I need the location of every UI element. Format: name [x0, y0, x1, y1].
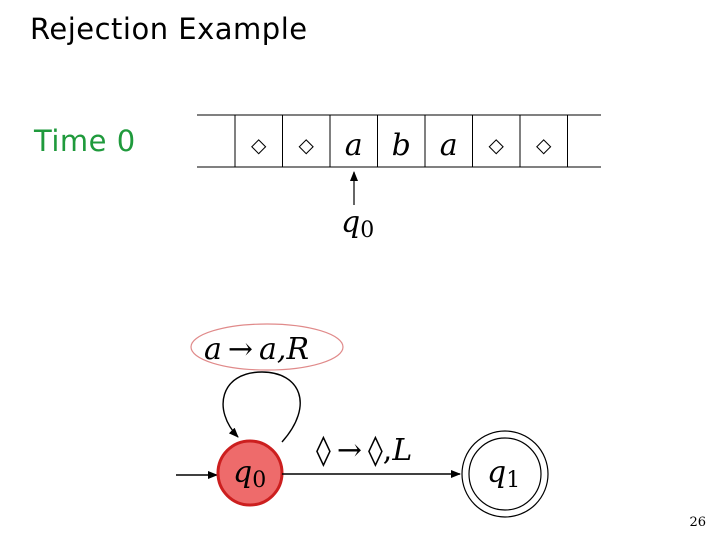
state-q0: q0 — [216, 439, 284, 507]
transition-label-q0-q1: ◊→◊,L — [316, 433, 412, 468]
page-number: 26 — [689, 515, 706, 530]
tape-cell-symbol: a — [345, 128, 363, 163]
state-q1-inner-circle — [468, 437, 542, 511]
page-title: Rejection Example — [30, 12, 308, 46]
tape-cell-symbol: b — [392, 128, 411, 163]
state-q1: q1 — [461, 430, 549, 518]
time-label: Time 0 — [34, 124, 136, 158]
tape-cell-blank-symbol: ◇ — [299, 133, 315, 157]
self-loop-label: a→a,R — [204, 332, 309, 367]
state-q1-label: q1 — [487, 455, 520, 493]
tape-cell-blank-symbol: ◇ — [489, 133, 505, 157]
state-q1-outer-circle — [461, 430, 549, 518]
tape-cell-blank-symbol: ◇ — [251, 133, 267, 157]
self-loop-arrow — [222, 371, 301, 443]
tape-cell-symbol: a — [440, 128, 458, 163]
tape-head: q0 — [341, 171, 374, 243]
tape-cell-blank-symbol: ◇ — [536, 133, 552, 157]
self-loop-label-highlight — [190, 323, 344, 371]
state-q0-label: q0 — [233, 455, 266, 493]
state-q0-circle — [216, 439, 284, 507]
head-state-label: q0 — [341, 205, 374, 243]
